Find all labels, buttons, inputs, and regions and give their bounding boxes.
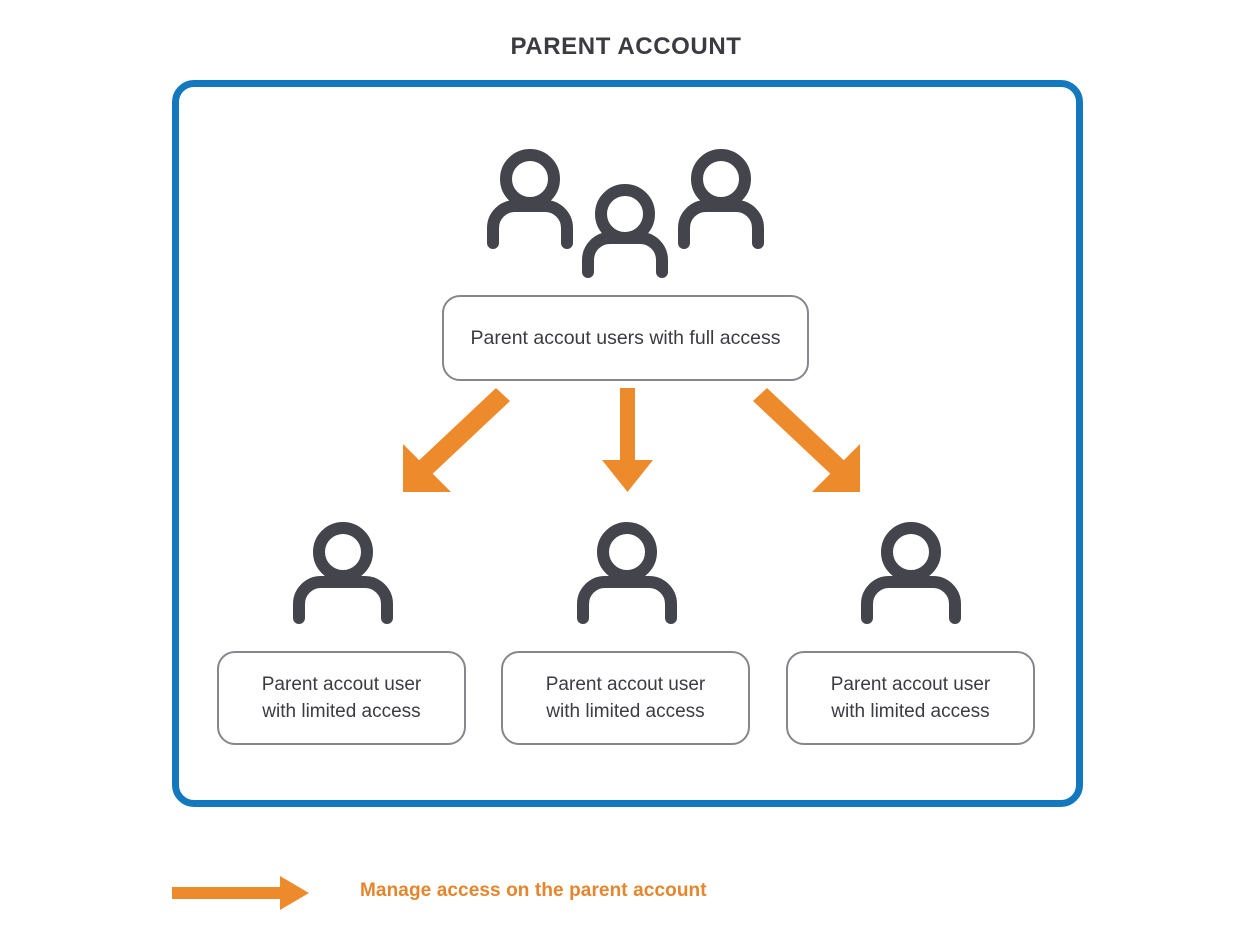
legend: Manage access on the parent account bbox=[172, 868, 872, 918]
arrow-to-child-1 bbox=[385, 388, 510, 493]
child-label-line1: Parent accout user bbox=[830, 674, 991, 695]
child-label-line1: Parent accout user bbox=[545, 674, 706, 695]
child-label-line2: with limited access bbox=[546, 701, 705, 722]
top-node-label: Parent accout users with full access bbox=[442, 295, 809, 381]
child-node-label: Parent accout user with limited access bbox=[786, 651, 1035, 745]
child-label-line1: Parent accout user bbox=[261, 674, 422, 695]
page-title: PARENT ACCOUNT bbox=[510, 33, 742, 60]
person-icon bbox=[856, 518, 966, 628]
person-icon bbox=[288, 518, 398, 628]
right-arrow-icon bbox=[172, 874, 312, 912]
child-label-line2: with limited access bbox=[262, 701, 421, 722]
person-icon bbox=[572, 518, 682, 628]
arrow-to-child-3 bbox=[753, 388, 878, 493]
arrow-to-child-2 bbox=[595, 388, 660, 493]
child-node-label: Parent accout user with limited access bbox=[501, 651, 750, 745]
group-of-users-icon bbox=[483, 148, 768, 278]
legend-label: Manage access on the parent account bbox=[360, 880, 707, 901]
child-node-label: Parent accout user with limited access bbox=[217, 651, 466, 745]
child-label-line2: with limited access bbox=[831, 701, 990, 722]
